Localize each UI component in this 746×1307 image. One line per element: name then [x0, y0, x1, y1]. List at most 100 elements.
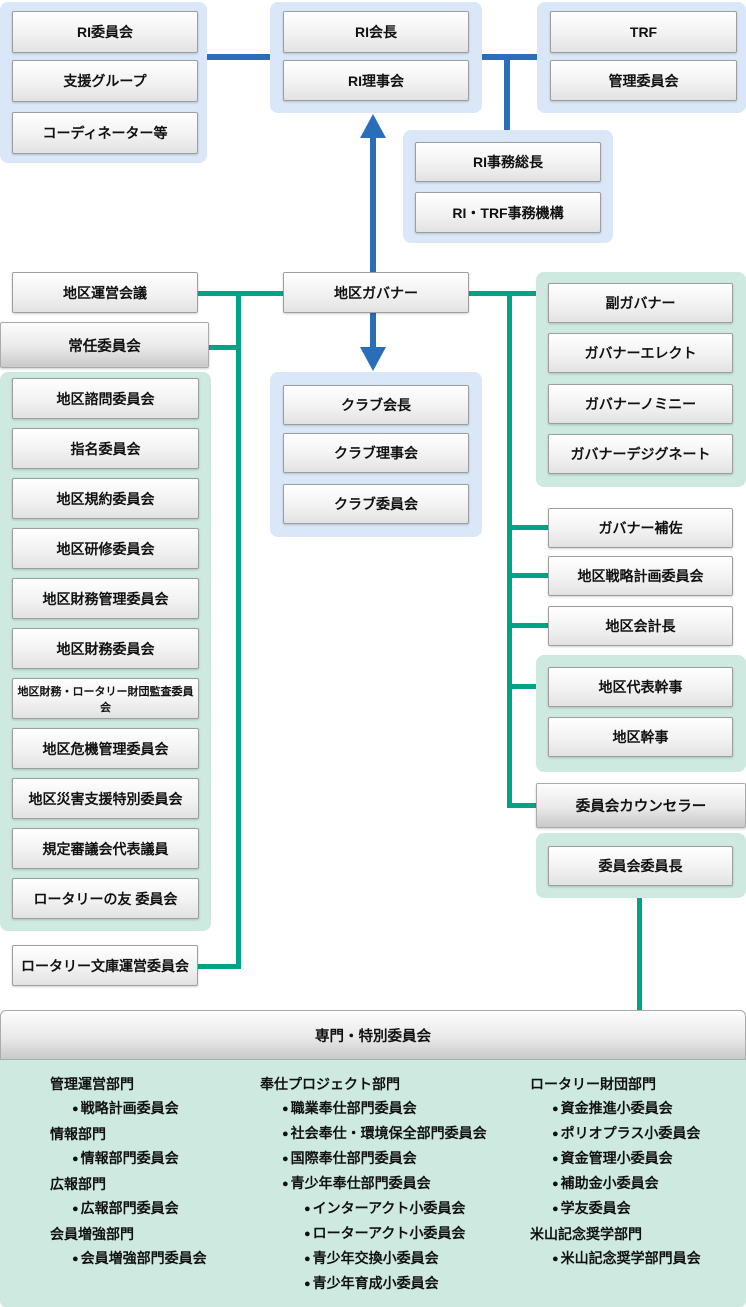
node-governor-nominee[interactable]: ガバナーノミニー	[548, 384, 733, 424]
list-item-label: 補助金小委員会	[560, 1175, 659, 1191]
node-nominating-committee[interactable]: 指名委員会	[12, 428, 199, 469]
node-club-president[interactable]: クラブ会長	[283, 385, 469, 425]
list-item-label: 米山記念奨学部門員会	[560, 1250, 701, 1266]
group-heading: 広報部門	[50, 1176, 106, 1192]
connector-left-trunk	[236, 291, 241, 969]
list-item: ●補助金小委員会	[530, 1171, 740, 1196]
special-committees-panel	[0, 1060, 746, 1307]
node-col-representative[interactable]: 規定審議会代表議員	[12, 828, 199, 869]
group-heading: 米山記念奨学部門	[530, 1226, 642, 1242]
list-subitem: ●ローターアクト小委員会	[260, 1221, 510, 1246]
node-trf[interactable]: TRF	[550, 11, 737, 53]
node-governor-designate[interactable]: ガバナーデジグネート	[548, 434, 733, 474]
special-col1: 管理運営部門 ●戦略計画委員会 情報部門 ●情報部門委員会 広報部門 ●広報部門…	[50, 1072, 250, 1271]
node-ri-president[interactable]: RI会長	[283, 11, 469, 53]
bullet-icon: ●	[282, 1178, 289, 1190]
list-item: ●情報部門委員会	[50, 1146, 250, 1171]
node-disaster-support-committee[interactable]: 地区災害支援特別委員会	[12, 778, 199, 819]
node-general-secretary[interactable]: RI事務総長	[415, 142, 601, 182]
connector-standing-branch	[209, 345, 238, 350]
list-item-label: 青少年奉仕部門委員会	[290, 1175, 431, 1191]
list-subitem: ●インターアクト小委員会	[260, 1196, 510, 1221]
bullet-icon: ●	[304, 1253, 311, 1265]
node-coordinators[interactable]: コーディネーター等	[12, 112, 198, 154]
committee-counselor-header[interactable]: 委員会カウンセラー	[536, 783, 746, 828]
bullet-icon: ●	[72, 1203, 79, 1215]
list-item: ●会員増強部門委員会	[50, 1246, 250, 1271]
list-item: ●学友委員会	[530, 1196, 740, 1221]
group-heading: 管理運営部門	[50, 1076, 134, 1092]
node-club-board[interactable]: クラブ理事会	[283, 433, 469, 473]
special-committees-header[interactable]: 専門・特別委員会	[0, 1010, 746, 1060]
node-governor-elect[interactable]: ガバナーエレクト	[548, 333, 733, 373]
list-item-label: 学友委員会	[560, 1200, 631, 1216]
node-district-secretary[interactable]: 地区幹事	[548, 717, 733, 757]
standing-committees-header[interactable]: 常任委員会	[0, 322, 209, 368]
arrow-down-icon	[360, 347, 386, 371]
list-item-label: 資金推進小委員会	[560, 1100, 673, 1116]
node-strategy-committee[interactable]: 地区戦略計画委員会	[548, 556, 733, 596]
list-item-label: ポリオプラス小委員会	[560, 1125, 701, 1141]
connector-treasurer-branch	[512, 623, 548, 628]
node-audit-committee[interactable]: 地区財務・ロータリー財団監査委員会	[12, 678, 199, 719]
group-heading: 奉仕プロジェクト部門	[260, 1076, 400, 1092]
special-col2: 奉仕プロジェクト部門 ●職業奉仕部門委員会 ●社会奉仕・環境保全部門委員会 ●国…	[260, 1072, 510, 1296]
bullet-icon: ●	[552, 1128, 559, 1140]
node-support-group[interactable]: 支援グループ	[12, 60, 198, 102]
node-vice-governor[interactable]: 副ガバナー	[548, 283, 733, 323]
bullet-icon: ●	[72, 1153, 79, 1165]
node-ri-trf-office[interactable]: RI・TRF事務機構	[415, 192, 601, 233]
list-item: ●青少年奉仕部門委員会	[260, 1171, 510, 1196]
bullet-icon: ●	[552, 1153, 559, 1165]
node-district-council[interactable]: 地区運営会議	[12, 272, 198, 313]
list-item-label: 職業奉仕部門委員会	[290, 1100, 417, 1116]
node-rotary-no-tomo-committee[interactable]: ロータリーの友 委員会	[12, 878, 199, 919]
node-ri-board[interactable]: RI理事会	[283, 60, 469, 101]
bullet-icon: ●	[282, 1128, 289, 1140]
group-heading: ロータリー財団部門	[530, 1076, 656, 1092]
list-subitem: ●青少年育成小委員会	[260, 1271, 510, 1296]
node-bylaws-committee[interactable]: 地区規約委員会	[12, 478, 199, 519]
connector-bunko-branch	[198, 964, 241, 969]
list-item-label: 国際奉仕部門委員会	[290, 1150, 417, 1166]
list-item-label: 青少年育成小委員会	[312, 1275, 439, 1291]
list-item-label: 広報部門委員会	[80, 1200, 179, 1216]
node-finance-committee[interactable]: 地区財務委員会	[12, 628, 199, 669]
bullet-icon: ●	[282, 1153, 289, 1165]
node-crisis-management-committee[interactable]: 地区危機管理委員会	[12, 728, 199, 769]
bullet-icon: ●	[552, 1178, 559, 1190]
bullet-icon: ●	[304, 1228, 311, 1240]
list-item-label: 社会奉仕・環境保全部門委員会	[290, 1125, 487, 1141]
list-item: ●広報部門委員会	[50, 1196, 250, 1221]
node-district-treasurer[interactable]: 地区会計長	[548, 606, 733, 646]
list-item-label: 戦略計画委員会	[80, 1100, 179, 1116]
connector-chair-to-special	[637, 898, 642, 1010]
special-col3: ロータリー財団部門 ●資金推進小委員会 ●ポリオプラス小委員会 ●資金管理小委員…	[530, 1072, 740, 1271]
node-assistant-governor[interactable]: ガバナー補佐	[548, 508, 733, 548]
connector-right-trunk	[507, 291, 512, 808]
list-item: ●職業奉仕部門委員会	[260, 1096, 510, 1121]
group-heading: 情報部門	[50, 1126, 106, 1142]
list-item-label: 情報部門委員会	[80, 1150, 179, 1166]
node-finance-management-committee[interactable]: 地区財務管理委員会	[12, 578, 199, 619]
node-ri-committee[interactable]: RI委員会	[12, 11, 198, 53]
bullet-icon: ●	[72, 1103, 79, 1115]
node-committee-chair[interactable]: 委員会委員長	[548, 846, 733, 886]
node-trustees[interactable]: 管理委員会	[550, 60, 737, 101]
bullet-icon: ●	[282, 1103, 289, 1115]
node-district-governor[interactable]: 地区ガバナー	[283, 272, 469, 313]
bullet-icon: ●	[552, 1253, 559, 1265]
connector-governor-to-right	[468, 291, 536, 296]
list-subitem: ●青少年交換小委員会	[260, 1246, 510, 1271]
node-chief-secretary[interactable]: 地区代表幹事	[548, 667, 733, 707]
list-item-label: 会員増強部門委員会	[80, 1250, 207, 1266]
list-item-label: 資金管理小委員会	[560, 1150, 673, 1166]
node-training-committee[interactable]: 地区研修委員会	[12, 528, 199, 569]
list-item-label: ローターアクト小委員会	[312, 1225, 466, 1241]
connector-ri-group-to-president	[207, 54, 270, 60]
node-rotary-bunko-committee[interactable]: ロータリー文庫運営委員会	[12, 945, 198, 986]
node-advisory-committee[interactable]: 地区諮問委員会	[12, 378, 199, 419]
connector-down-to-secretariat	[504, 54, 510, 130]
node-club-committee[interactable]: クラブ委員会	[283, 484, 469, 524]
